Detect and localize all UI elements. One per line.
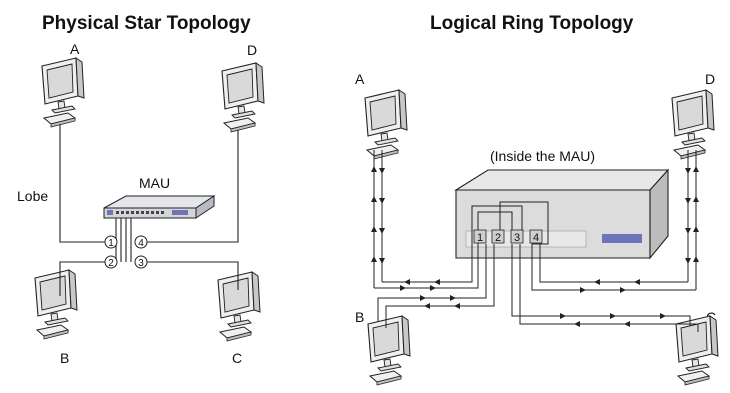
svg-text:4: 4 <box>138 238 144 249</box>
physical-node-c-label: C <box>232 350 242 366</box>
mau-hub-icon <box>103 195 216 219</box>
logical-port-3-badge: 3 <box>510 229 524 244</box>
port-1-badge: 1 <box>104 235 118 249</box>
physical-node-a-label: A <box>70 41 80 57</box>
svg-text:2: 2 <box>108 258 114 269</box>
svg-text:1: 1 <box>108 238 114 249</box>
inside-mau-label: (Inside the MAU) <box>490 148 595 164</box>
logical-node-a-label: A <box>355 71 365 87</box>
logical-port-4-badge: 4 <box>529 229 543 244</box>
physical-computer-b-icon <box>34 269 78 340</box>
physical-node-d-label: D <box>247 42 257 58</box>
port-4-badge: 4 <box>134 235 148 249</box>
physical-computer-d-icon <box>221 62 265 133</box>
port-3-badge: 3 <box>134 255 148 269</box>
svg-text:3: 3 <box>138 258 144 269</box>
logical-node-d-label: D <box>705 71 715 87</box>
lobe-label: Lobe <box>17 188 48 204</box>
logical-computer-a-icon <box>364 89 408 160</box>
logical-port-2-badge: 2 <box>491 229 505 244</box>
port-2-badge: 2 <box>104 255 118 269</box>
mau-box-icon <box>454 168 670 260</box>
logical-title: Logical Ring Topology <box>430 13 634 34</box>
svg-text:2: 2 <box>495 232 501 244</box>
physical-computer-c-icon <box>217 271 261 342</box>
physical-title: Physical Star Topology <box>42 13 251 34</box>
svg-text:1: 1 <box>477 232 483 244</box>
logical-port-1-badge: 1 <box>473 229 487 244</box>
logical-computer-c-icon <box>675 315 719 386</box>
ring-cables <box>371 150 699 332</box>
svg-text:4: 4 <box>533 232 539 244</box>
logical-node-b-label: B <box>355 309 364 325</box>
physical-computer-a-icon <box>41 57 85 128</box>
logical-computer-b-icon <box>367 315 411 386</box>
mau-label: MAU <box>139 175 170 191</box>
logical-computer-d-icon <box>671 89 715 160</box>
svg-text:3: 3 <box>514 232 520 244</box>
physical-node-b-label: B <box>60 350 69 366</box>
